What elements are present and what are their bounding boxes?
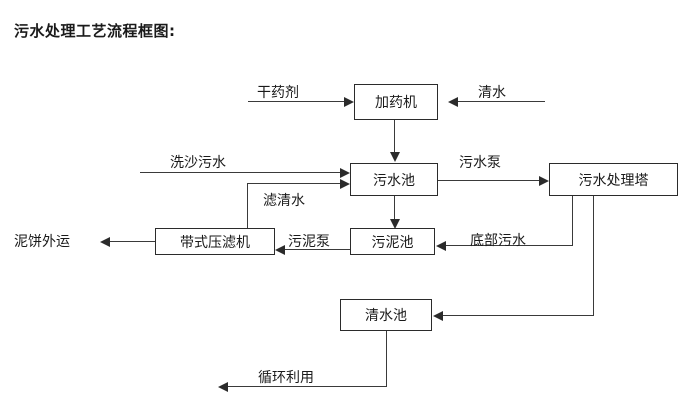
arrowhead-dry-chemical	[344, 97, 354, 107]
arrowhead-wastewater-to-sludge	[390, 219, 400, 229]
edge-label-filtered-water: 滤清水	[263, 193, 305, 209]
arrowhead-filtered-water	[340, 179, 350, 189]
edge-line-recycle-drop	[386, 331, 388, 387]
node-sludge-pool-label: 污泥池	[371, 234, 414, 251]
edge-line-clean-water-in	[458, 101, 545, 103]
edge-label-sand-wash-sewage: 洗沙污水	[170, 155, 226, 171]
edge-line-sand-wash-sewage	[140, 172, 340, 174]
edge-line-filtered-water-riser	[247, 183, 249, 228]
arrowhead-clean-water-in	[448, 97, 458, 107]
edge-label-bottom-sewage: 底部污水	[470, 233, 526, 249]
node-treatment-tower-label: 污水处理塔	[578, 172, 649, 189]
arrowhead-sludge-pump	[275, 245, 285, 255]
edge-line-dry-chemical	[248, 101, 344, 103]
node-treatment-tower[interactable]: 污水处理塔	[549, 163, 678, 196]
node-clean-water-pool-label: 清水池	[365, 308, 407, 324]
node-wastewater-pool[interactable]: 污水池	[350, 163, 438, 196]
edge-label-clean-water-in: 清水	[478, 85, 506, 101]
node-dosing-machine[interactable]: 加药机	[354, 84, 438, 120]
node-belt-filter-press[interactable]: 带式压滤机	[155, 228, 275, 255]
edge-line-sewage-pump	[438, 180, 541, 182]
edge-label-sewage-pump: 污水泵	[459, 155, 501, 171]
arrowhead-tower-to-clean	[433, 311, 443, 321]
terminal-label-recycle-reuse: 循环利用	[258, 370, 314, 386]
node-belt-filter-press-label: 带式压滤机	[180, 234, 250, 251]
page-title: 污水处理工艺流程框图:	[14, 22, 176, 40]
edge-label-sludge-pump: 污泥泵	[288, 234, 330, 250]
edge-line-bottom-sewage-run	[446, 245, 573, 247]
node-wastewater-pool-label: 污水池	[373, 172, 415, 189]
edge-line-recycle-run	[228, 386, 387, 388]
arrowhead-sand-wash-sewage	[340, 168, 350, 178]
edge-line-tower-to-clean-run	[443, 315, 594, 317]
arrowhead-sewage-pump	[539, 176, 549, 186]
node-clean-water-pool[interactable]: 清水池	[340, 299, 432, 331]
arrowhead-recycle-reuse	[218, 382, 228, 392]
terminal-label-mud-cake-out: 泥饼外运	[14, 234, 70, 250]
edge-line-bottom-sewage-drop	[572, 196, 574, 246]
edge-line-tower-to-clean-drop	[593, 196, 595, 316]
arrowhead-mud-cake-out	[100, 237, 110, 247]
edge-line-mud-cake-out	[110, 241, 156, 243]
edge-line-wastewater-to-sludge	[394, 196, 396, 221]
node-sludge-pool[interactable]: 污泥池	[350, 228, 435, 255]
edge-line-filtered-water-run	[247, 183, 341, 185]
node-dosing-machine-label: 加药机	[375, 95, 417, 111]
edge-line-sludge-pump	[285, 249, 351, 251]
arrowhead-bottom-sewage	[436, 241, 446, 251]
edge-line-dosing-to-wastewater	[394, 120, 396, 153]
edge-label-dry-chemical: 干药剂	[257, 85, 299, 101]
arrowhead-dosing-to-wastewater	[390, 152, 400, 162]
